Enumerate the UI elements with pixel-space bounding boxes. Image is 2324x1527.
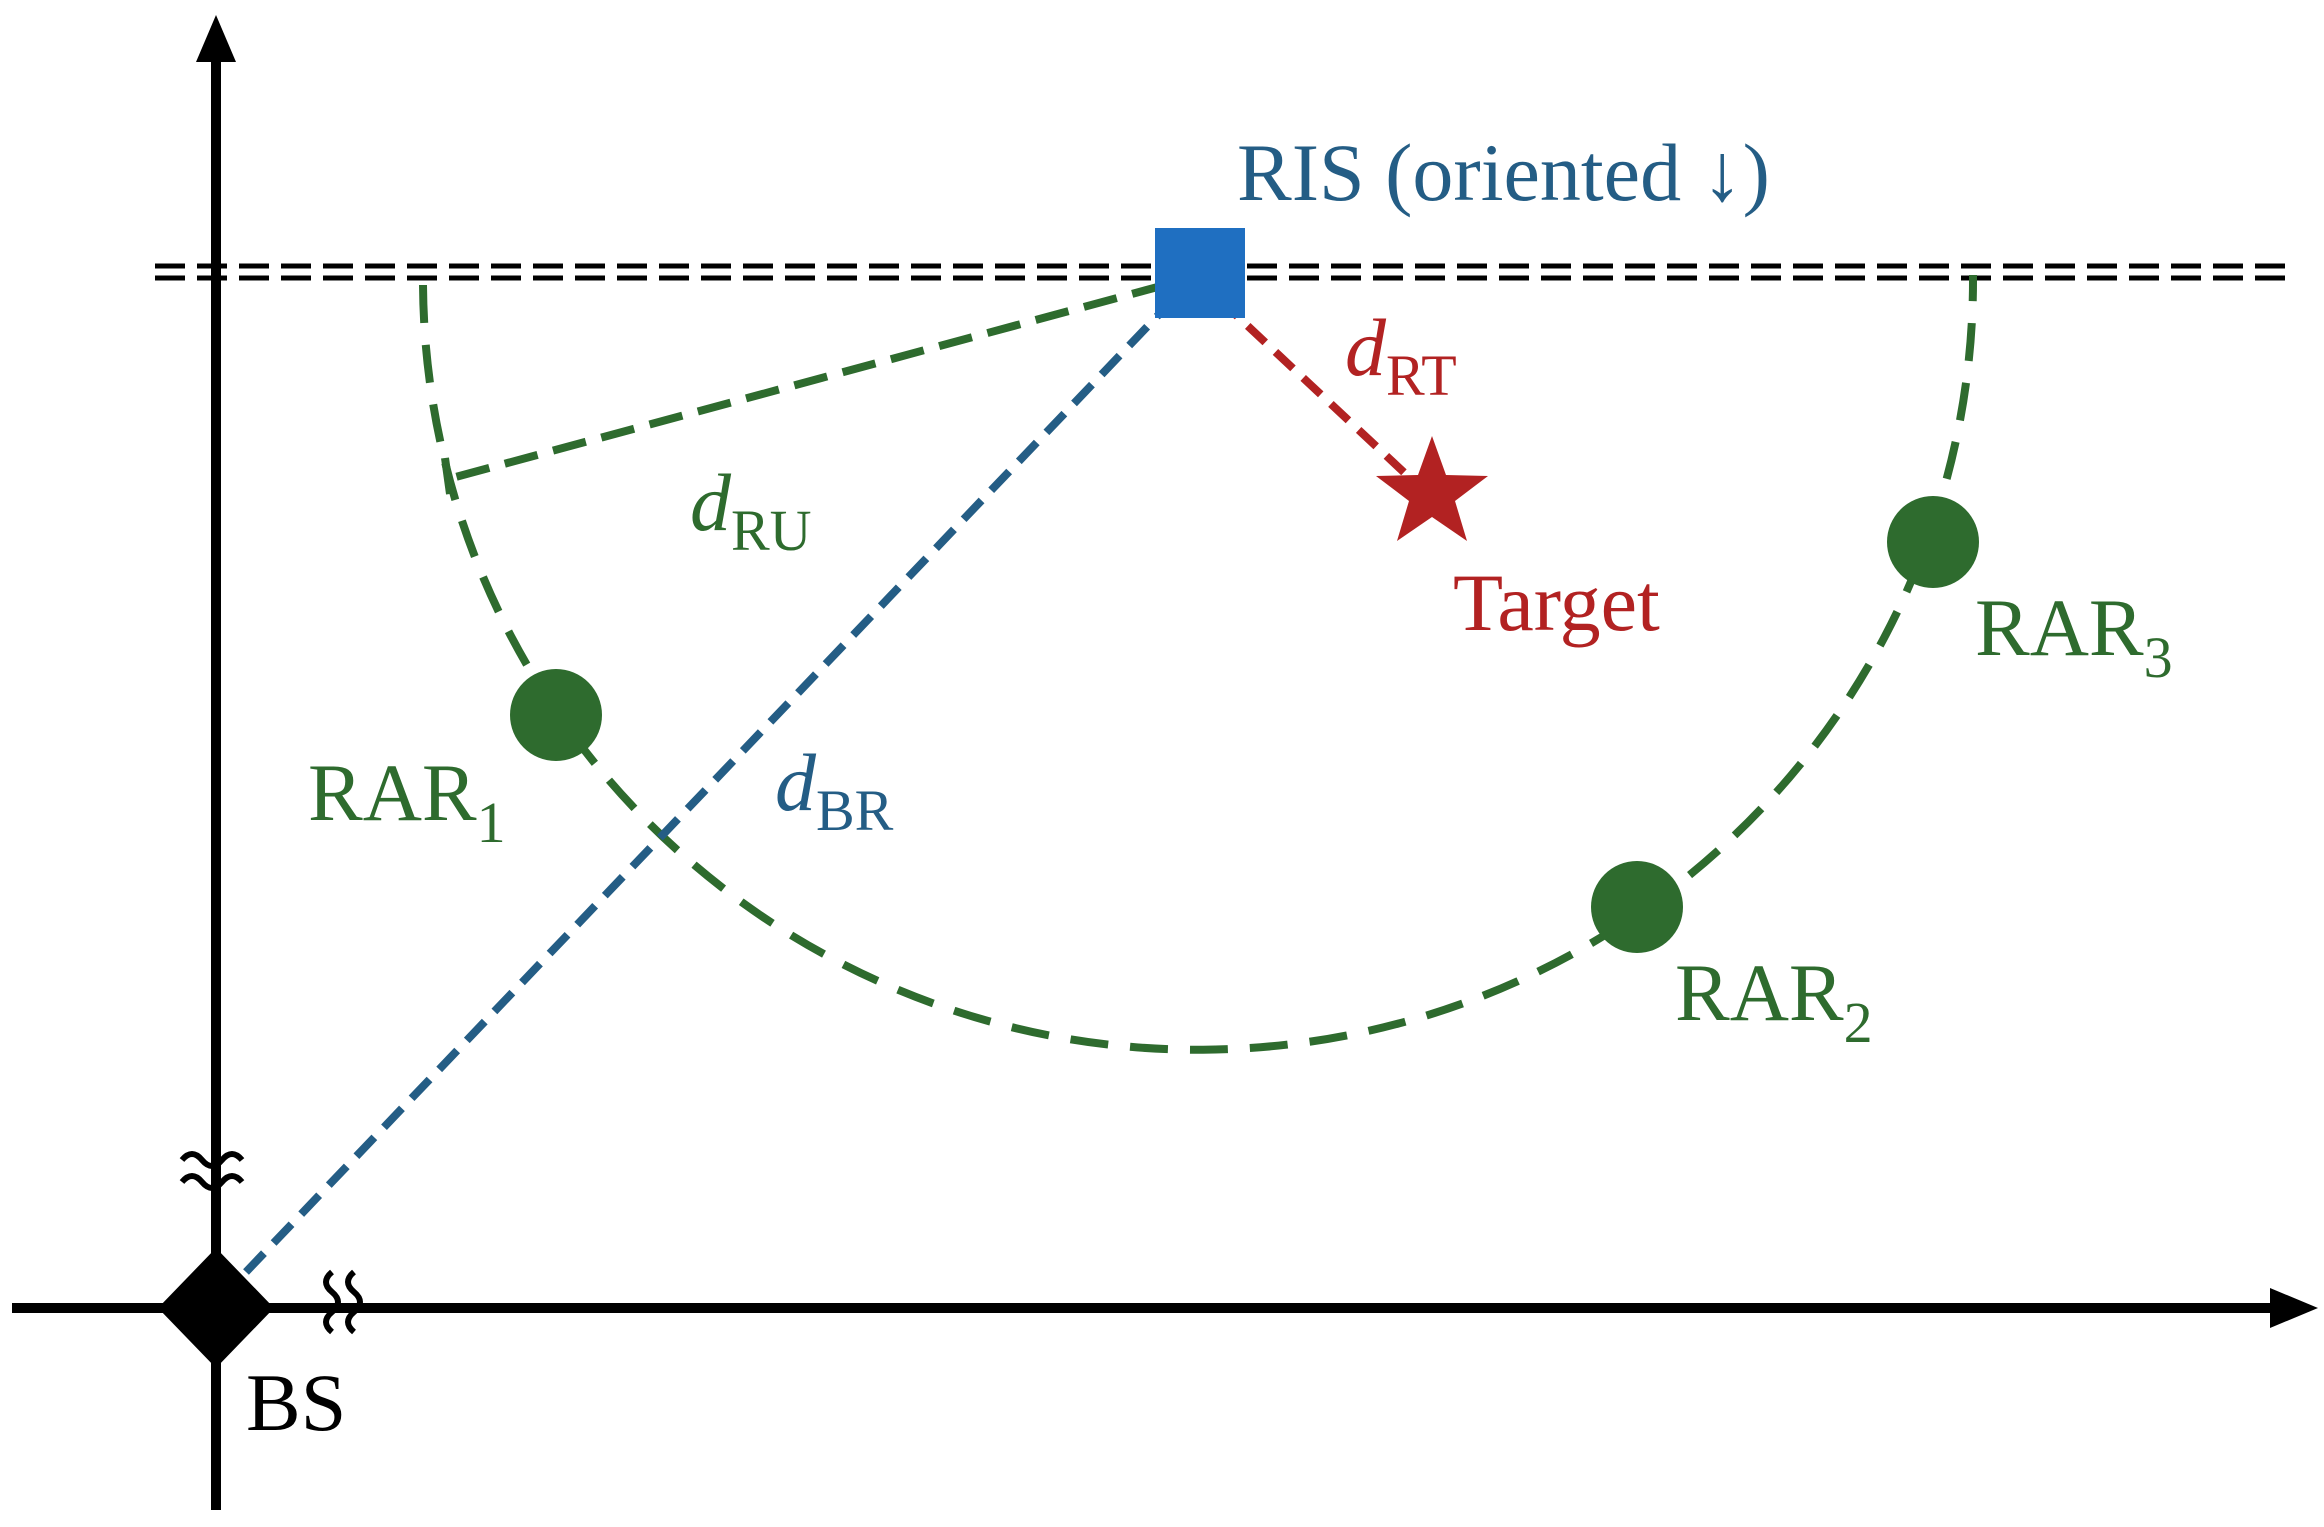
target-label: Target	[1453, 557, 1660, 648]
rar1-circle-icon	[510, 669, 602, 761]
d-rt-label-main: d	[1345, 302, 1387, 393]
rar2-circle-icon	[1591, 861, 1683, 953]
d-br-label-main: d	[775, 737, 817, 828]
d-br-line	[243, 305, 1168, 1275]
bs-diamond-icon	[158, 1248, 274, 1368]
rar1-label: RAR1	[308, 747, 506, 855]
d-ru-line	[450, 281, 1167, 482]
rar2-label-sub: 2	[1844, 990, 1873, 1055]
rar1-label-sub: 1	[477, 790, 506, 855]
d-rt-line	[1217, 297, 1413, 481]
rar3-label-main: RAR	[1975, 582, 2144, 673]
d-rt-label-sub: RT	[1386, 343, 1457, 408]
d-ru-tick	[441, 457, 454, 495]
d-rt-label: dRT	[1345, 302, 1457, 408]
y-axis-arrow	[196, 15, 236, 62]
d-ru-label-sub: RU	[731, 498, 812, 563]
target-star-icon	[1376, 436, 1488, 541]
axis-break-x-icon	[323, 1269, 363, 1335]
ris-label: RIS (oriented ↓)	[1237, 127, 1770, 218]
rar2-label: RAR2	[1675, 947, 1873, 1055]
x-axis-arrow	[2270, 1288, 2318, 1328]
d-br-label: dBR	[775, 737, 894, 843]
axis-break-y-icon	[179, 1151, 245, 1191]
rar3-label-sub: 3	[2144, 625, 2173, 690]
rar3-label: RAR3	[1975, 582, 2173, 690]
d-ru-label-main: d	[690, 457, 732, 548]
ris-square-icon	[1155, 228, 1245, 318]
rar-circle-arc	[419, 274, 1978, 1054]
d-ru-label: dRU	[690, 457, 812, 563]
d-br-label-sub: BR	[816, 778, 894, 843]
rar1-label-main: RAR	[308, 747, 477, 838]
rar2-label-main: RAR	[1675, 947, 1844, 1038]
rar3-circle-icon	[1887, 496, 1979, 588]
bs-label: BS	[246, 1357, 346, 1448]
